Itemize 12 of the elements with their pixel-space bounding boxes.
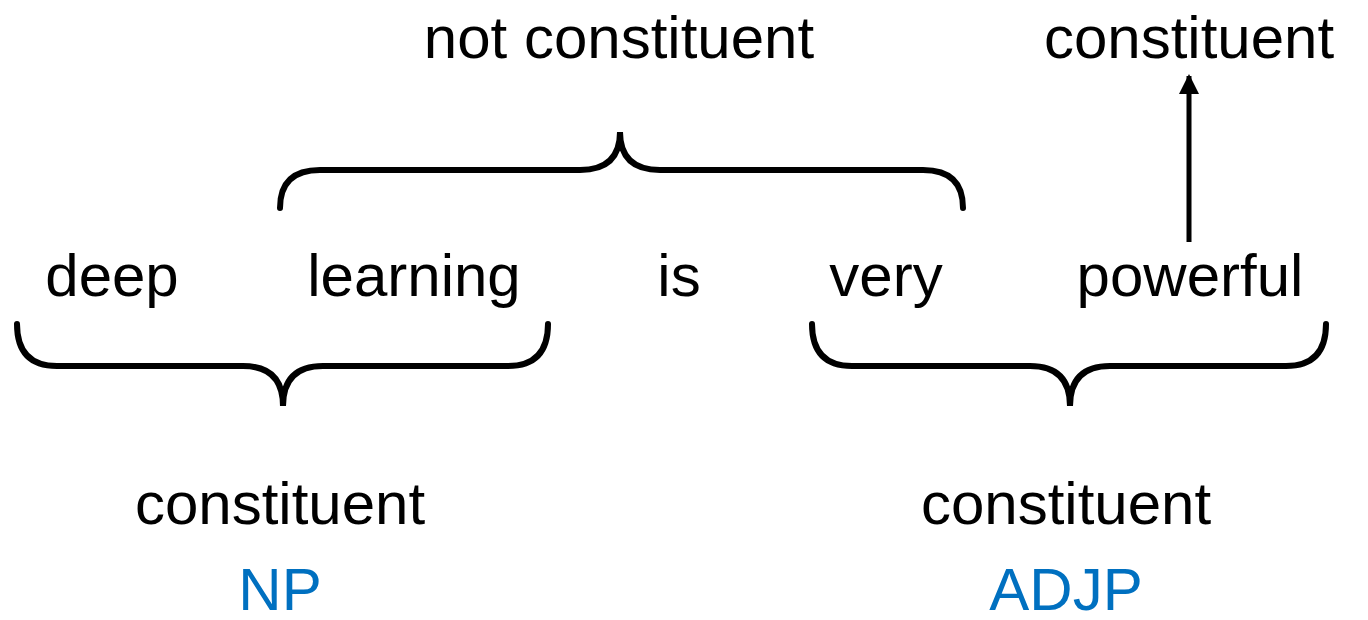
word-label: powerful — [1076, 244, 1304, 308]
phrase-tag: NP — [238, 558, 322, 620]
word-label: very — [829, 244, 943, 308]
word-label: constituent — [1043, 6, 1335, 70]
bracket-label: not constituent — [423, 6, 815, 70]
word-label: is — [657, 244, 701, 308]
phrase-tag: ADJP — [989, 558, 1143, 620]
word-label: learning — [307, 244, 521, 308]
bracket-label: constituent — [134, 472, 426, 536]
arrow — [1179, 74, 1199, 242]
word-label: deep — [45, 244, 179, 308]
bracket-label: constituent — [920, 472, 1212, 536]
